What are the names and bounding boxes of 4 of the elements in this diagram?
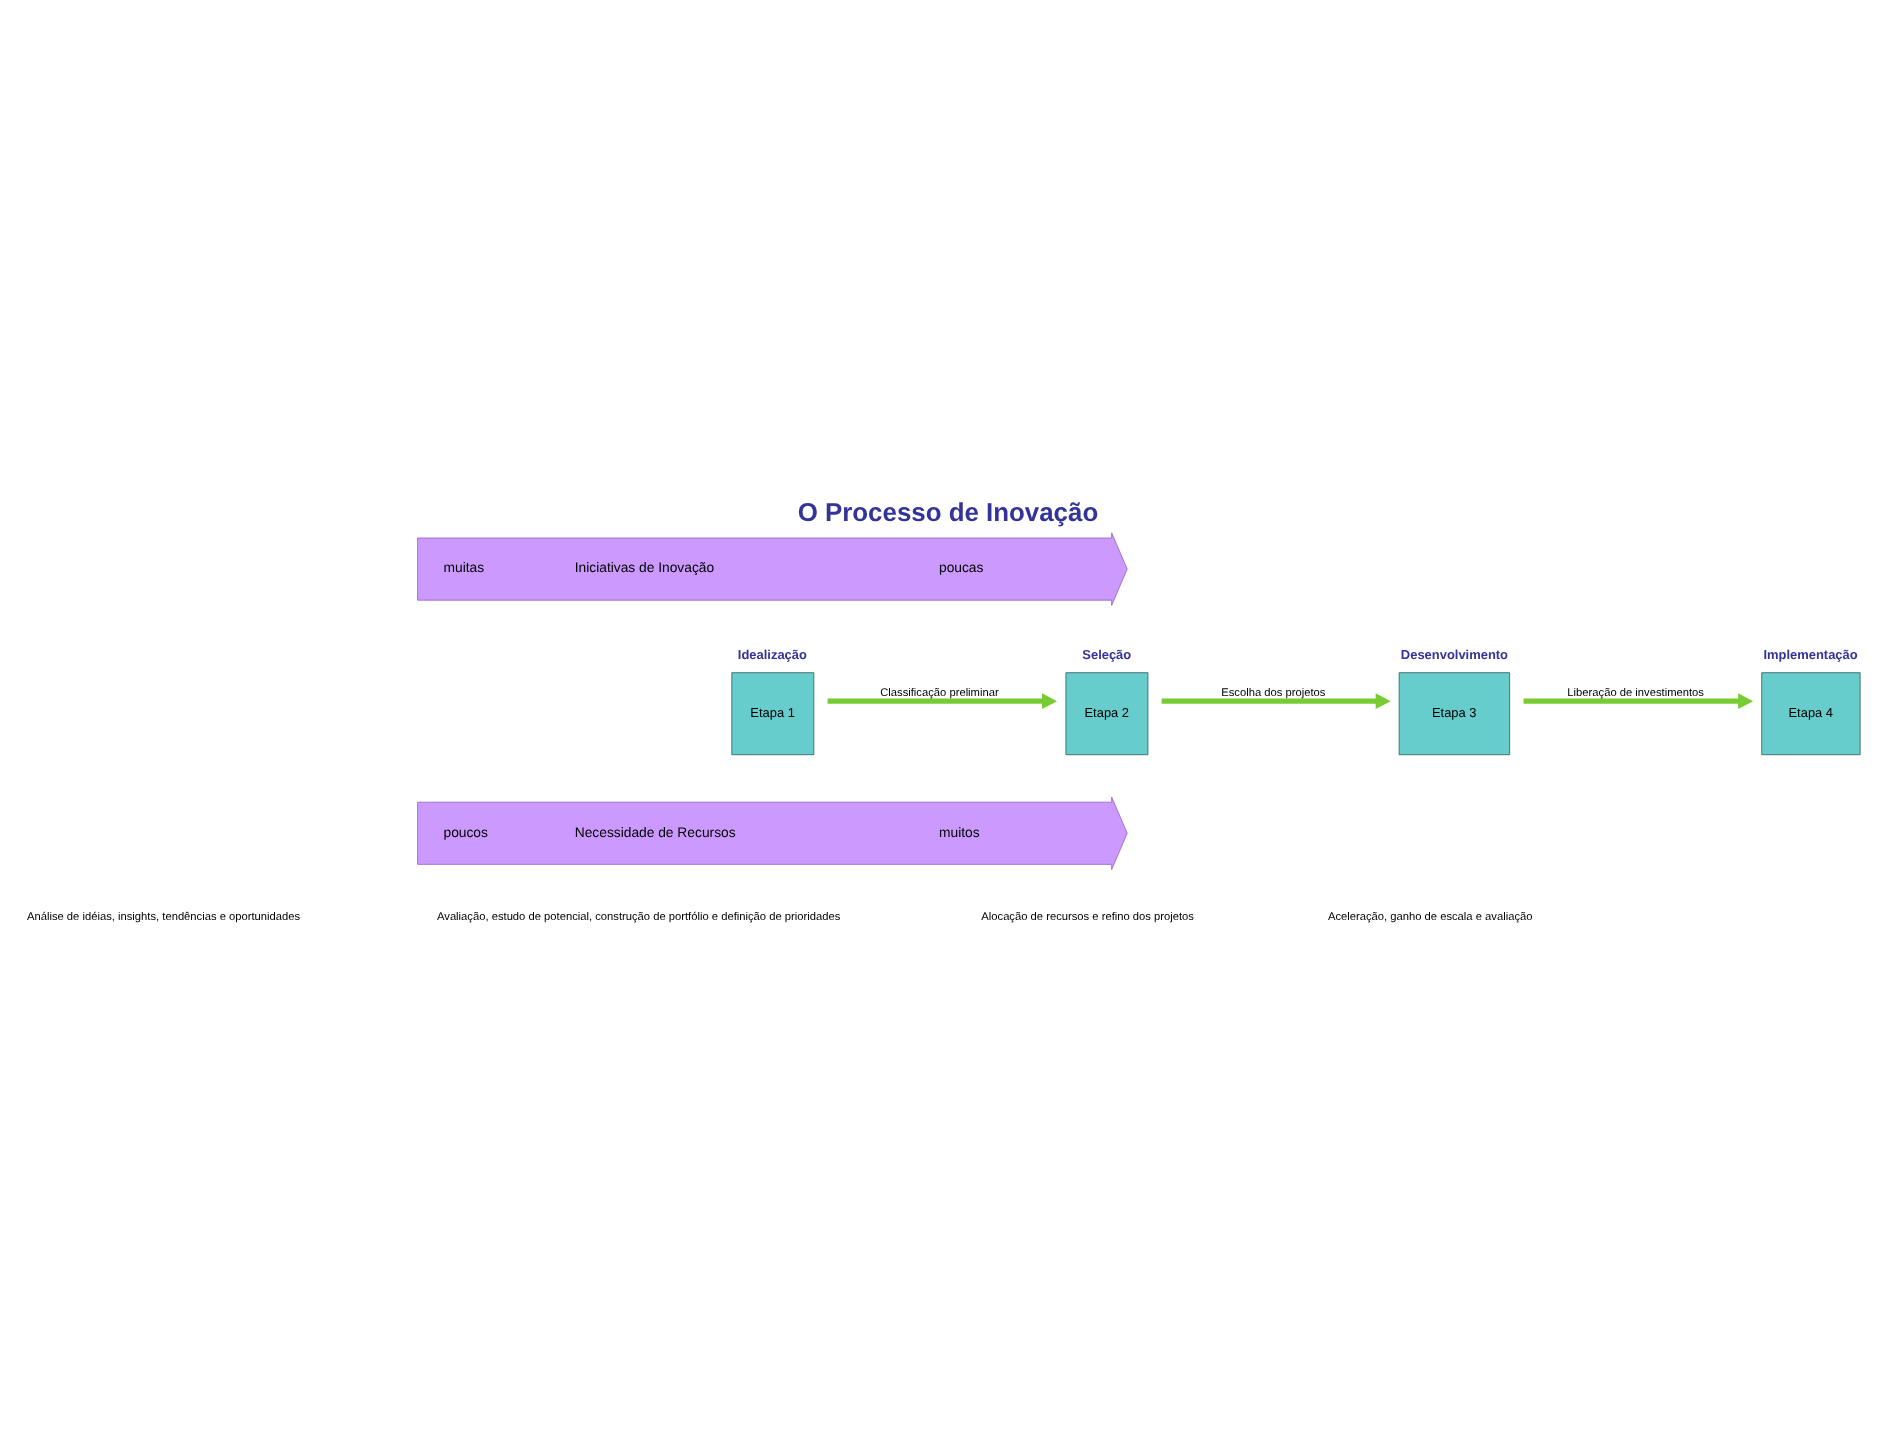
arrow bbox=[1523, 693, 1754, 710]
arrow bbox=[1161, 693, 1391, 710]
diagram-title: O Processo de Inovação bbox=[797, 496, 1099, 527]
arrow bbox=[827, 693, 1058, 710]
